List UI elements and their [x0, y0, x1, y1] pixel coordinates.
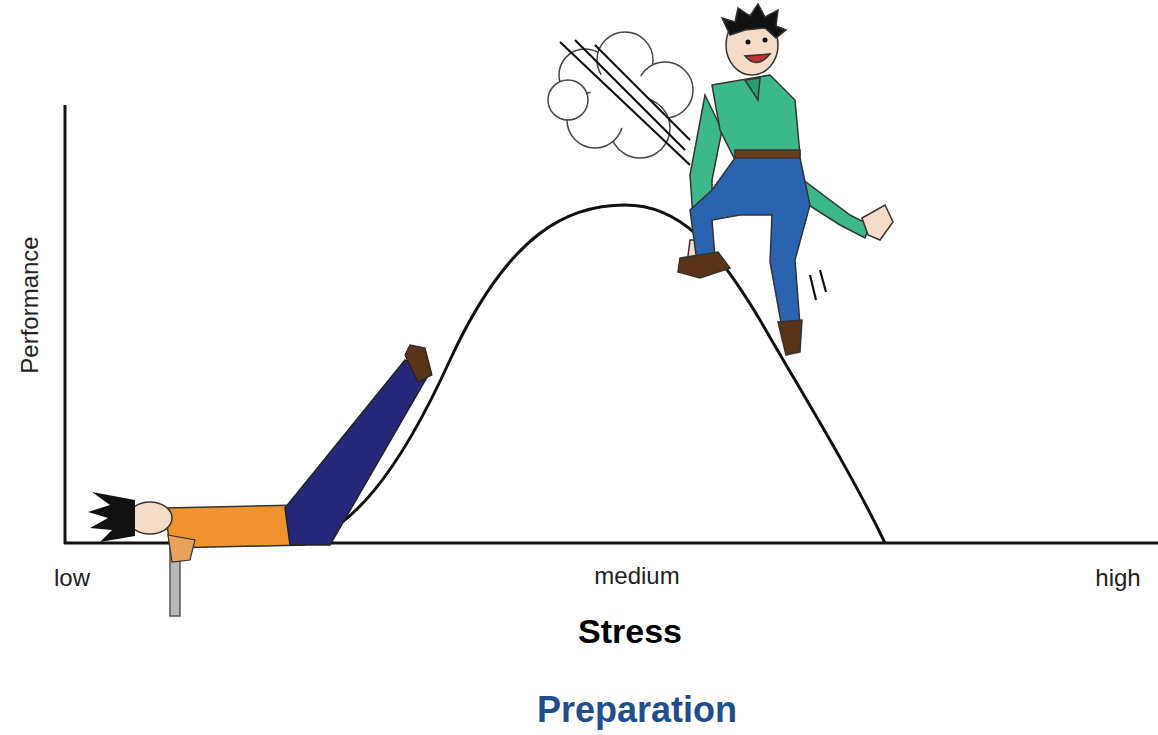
shoe	[405, 345, 432, 382]
tick-label: high	[1095, 565, 1140, 591]
hair	[88, 492, 135, 542]
blue-pants	[690, 158, 810, 328]
tick-label: medium	[594, 563, 679, 589]
cloud-puff	[548, 80, 588, 120]
shoe	[778, 320, 802, 355]
mouth	[745, 54, 770, 63]
shoe	[678, 252, 730, 278]
motion-line	[820, 270, 826, 292]
hand	[168, 535, 195, 562]
hair	[722, 4, 786, 38]
motion-line	[575, 40, 685, 150]
lying-person	[88, 345, 432, 616]
axis-title: Stress	[578, 613, 682, 650]
axis-label: Performance	[17, 236, 43, 373]
blue-pants	[285, 360, 430, 545]
sliding-person	[678, 4, 893, 355]
tick-label: low	[54, 565, 90, 591]
eye	[746, 40, 751, 45]
eye	[763, 38, 768, 43]
caption-text: Preparation	[537, 690, 737, 730]
green-shirt	[712, 75, 800, 160]
motion-line	[595, 45, 690, 140]
axes	[64, 105, 1158, 544]
collar	[745, 78, 760, 100]
motion-line	[810, 275, 816, 300]
right-hand	[862, 205, 893, 240]
y-axis	[64, 105, 67, 544]
motion-line	[560, 42, 690, 165]
